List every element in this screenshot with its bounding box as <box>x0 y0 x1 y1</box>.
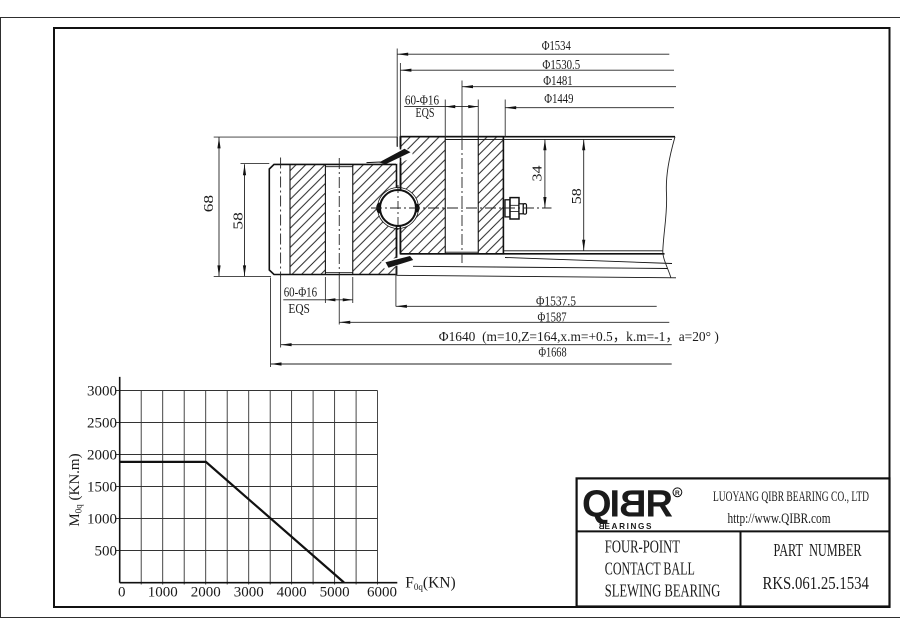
svg-text:60-Φ16: 60-Φ16 <box>284 285 317 300</box>
svg-text:60-Φ16: 60-Φ16 <box>405 94 439 109</box>
svg-text:SLEWING BEARING: SLEWING BEARING <box>605 581 721 601</box>
svg-text:1500: 1500 <box>87 480 117 496</box>
svg-text:M0q (KN.m): M0q (KN.m) <box>67 453 84 526</box>
svg-text:2000: 2000 <box>87 448 117 464</box>
svg-text:B: B <box>619 484 646 526</box>
svg-text:58: 58 <box>570 188 585 204</box>
svg-text:Φ1530.5: Φ1530.5 <box>542 58 580 73</box>
svg-text:Φ1668: Φ1668 <box>539 346 567 361</box>
svg-text:1000: 1000 <box>148 584 178 600</box>
svg-text:QI: QI <box>582 484 619 526</box>
svg-text:0: 0 <box>118 584 126 600</box>
svg-text:Φ1449: Φ1449 <box>544 92 573 107</box>
svg-text:68: 68 <box>202 195 217 212</box>
svg-text:58: 58 <box>232 212 247 229</box>
svg-text:F0q(KN): F0q(KN) <box>405 575 455 593</box>
svg-text:2000: 2000 <box>191 584 221 600</box>
svg-text:5000: 5000 <box>320 584 350 600</box>
svg-text:FOUR-POINT: FOUR-POINT <box>605 537 680 557</box>
svg-text:Φ1534: Φ1534 <box>542 39 571 54</box>
svg-text:Φ1640 (m=10,Z=164,x.m=+0.5，k.: Φ1640 (m=10,Z=164,x.m=+0.5，k.m=-1，a=20° … <box>439 330 719 345</box>
svg-text:LUOYANG QIBR BEARING CO., LTD: LUOYANG QIBR BEARING CO., LTD <box>713 489 869 505</box>
svg-text:3000: 3000 <box>234 584 264 600</box>
svg-text:Φ1537.5: Φ1537.5 <box>536 294 576 309</box>
svg-text:http://www.QIBR.com: http://www.QIBR.com <box>728 511 832 527</box>
svg-text:Φ1481: Φ1481 <box>543 74 573 89</box>
svg-text:CONTACT BALL: CONTACT BALL <box>605 559 695 579</box>
svg-text:EQS: EQS <box>288 302 310 317</box>
svg-text:6000: 6000 <box>367 584 397 600</box>
svg-text:RKS.061.25.1534: RKS.061.25.1534 <box>763 573 869 593</box>
svg-text:500: 500 <box>95 544 118 560</box>
svg-text:R: R <box>675 490 680 497</box>
svg-text:R: R <box>646 484 673 526</box>
svg-text:34: 34 <box>531 166 546 182</box>
svg-text:4000: 4000 <box>277 584 307 600</box>
svg-text:EARINGS: EARINGS <box>605 522 654 531</box>
svg-text:3000: 3000 <box>87 384 117 400</box>
svg-text:1000: 1000 <box>87 512 117 528</box>
svg-text:B: B <box>599 522 605 531</box>
svg-text:EQS: EQS <box>416 106 435 121</box>
svg-text:2500: 2500 <box>87 416 117 432</box>
svg-text:Φ1587: Φ1587 <box>538 310 567 325</box>
svg-text:PART NUMBER: PART NUMBER <box>774 540 862 560</box>
